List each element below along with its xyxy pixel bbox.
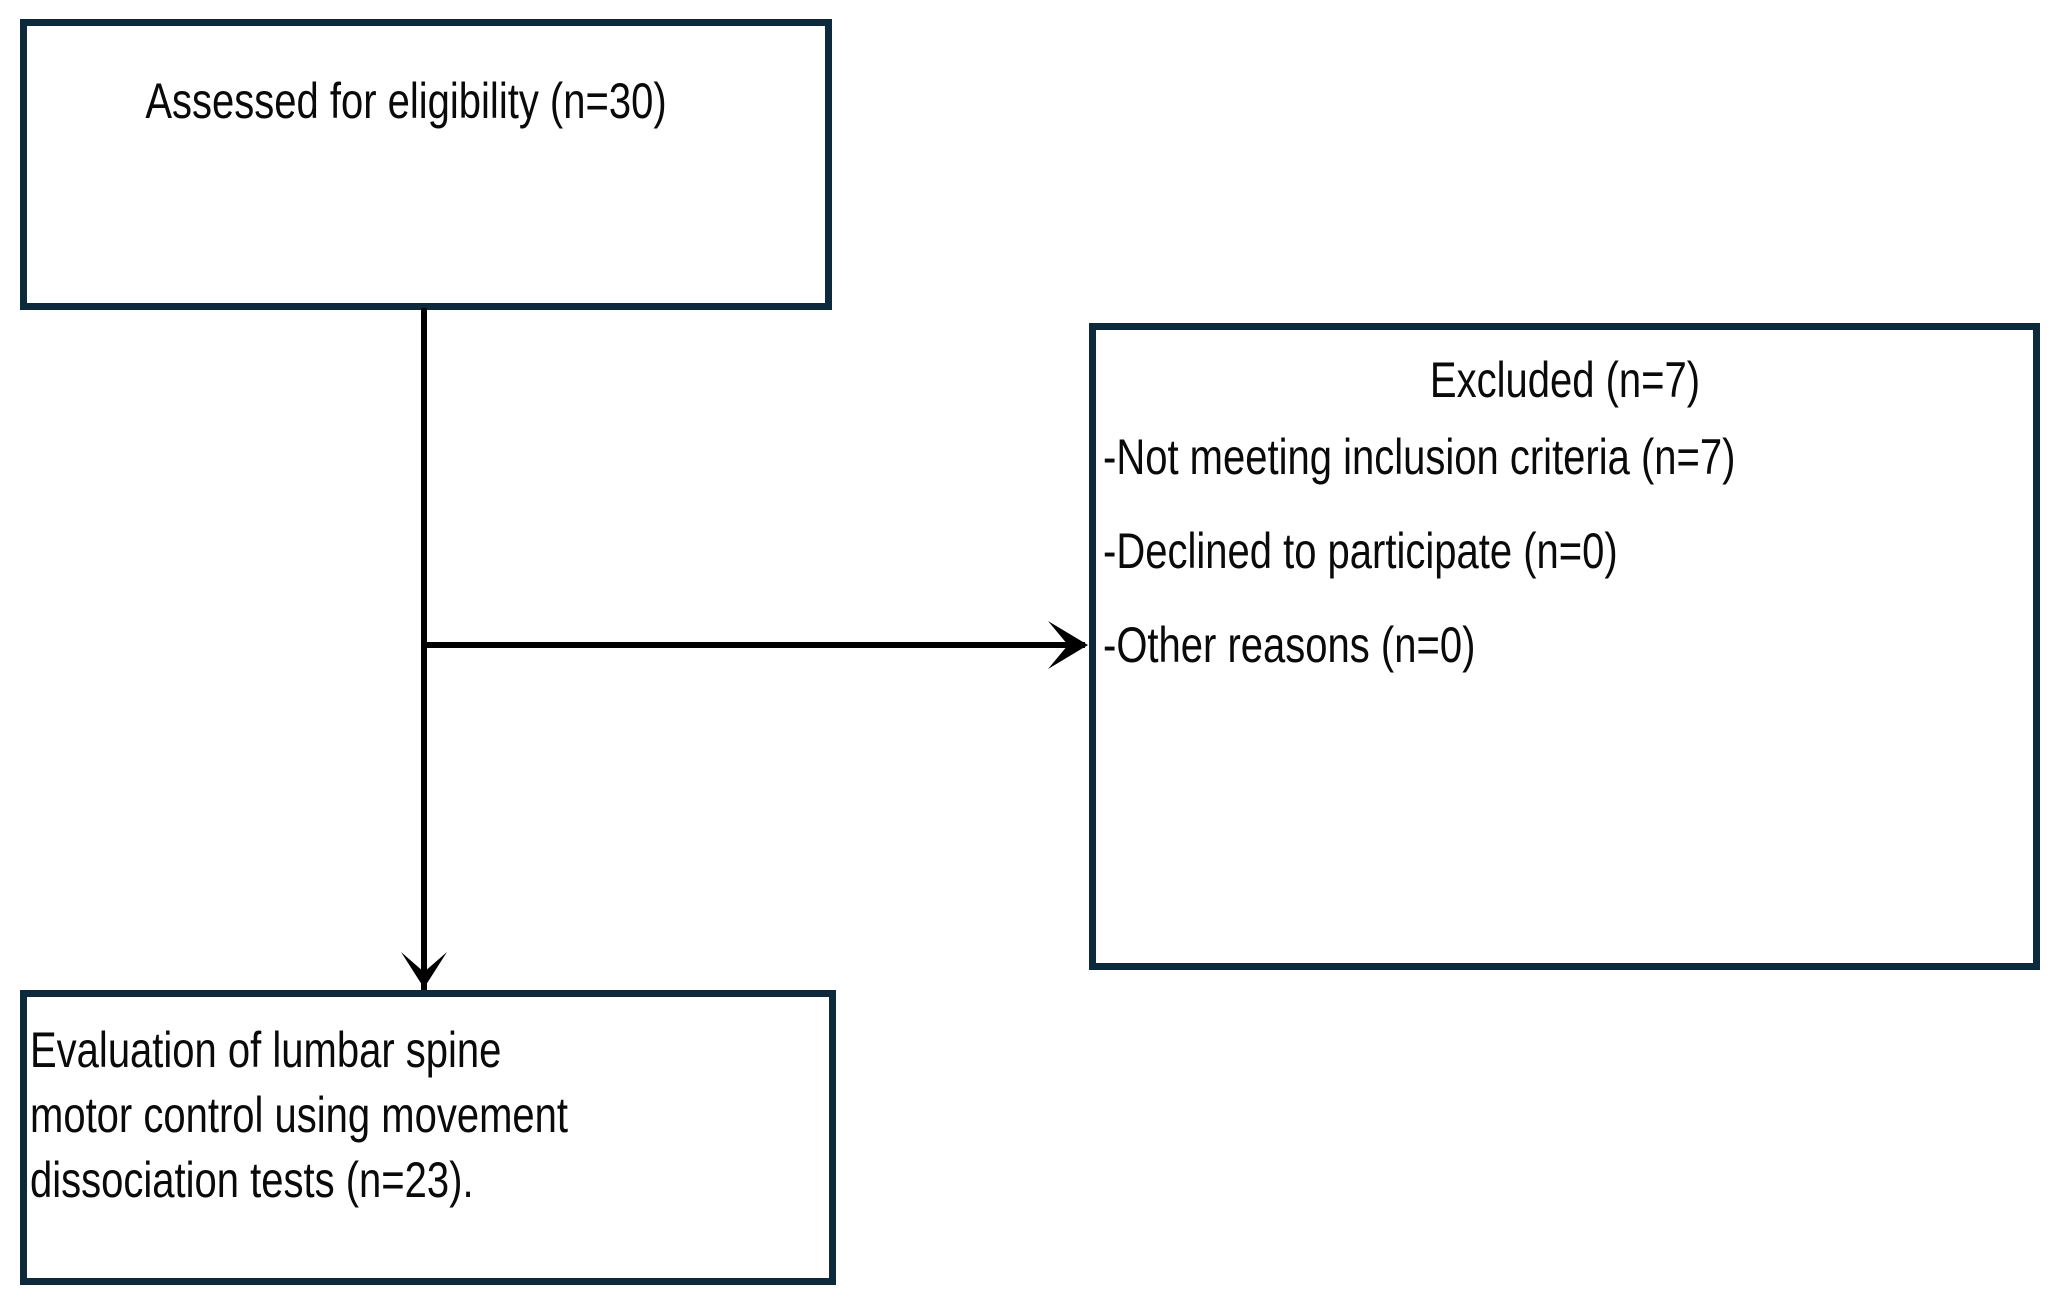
excluded-reason-other-reasons: -Other reasons (n=0) [1103,617,1476,673]
node-assessed-for-eligibility [20,19,832,310]
connector-assessed-to-evaluation [421,308,427,992]
node-evaluation-of-lumbar-spine [20,990,836,1285]
assessed-for-eligibility-label: Assessed for eligibility (n=30) [145,73,667,129]
excluded-reason-declined-to-participate: -Declined to participate (n=0) [1103,523,1618,579]
excluded-reason-not-meeting-inclusion-criteria: -Not meeting inclusion criteria (n=7) [1103,429,1736,485]
connector-assessed-to-excluded [421,642,1085,648]
node-excluded [1089,323,2040,970]
arrow-down-icon [397,938,451,994]
arrow-right-icon [1036,617,1092,673]
evaluation-of-lumbar-spine-label: Evaluation of lumbar spine motor control… [30,1022,569,1208]
excluded-title-label: Excluded (n=7) [1429,352,1701,408]
